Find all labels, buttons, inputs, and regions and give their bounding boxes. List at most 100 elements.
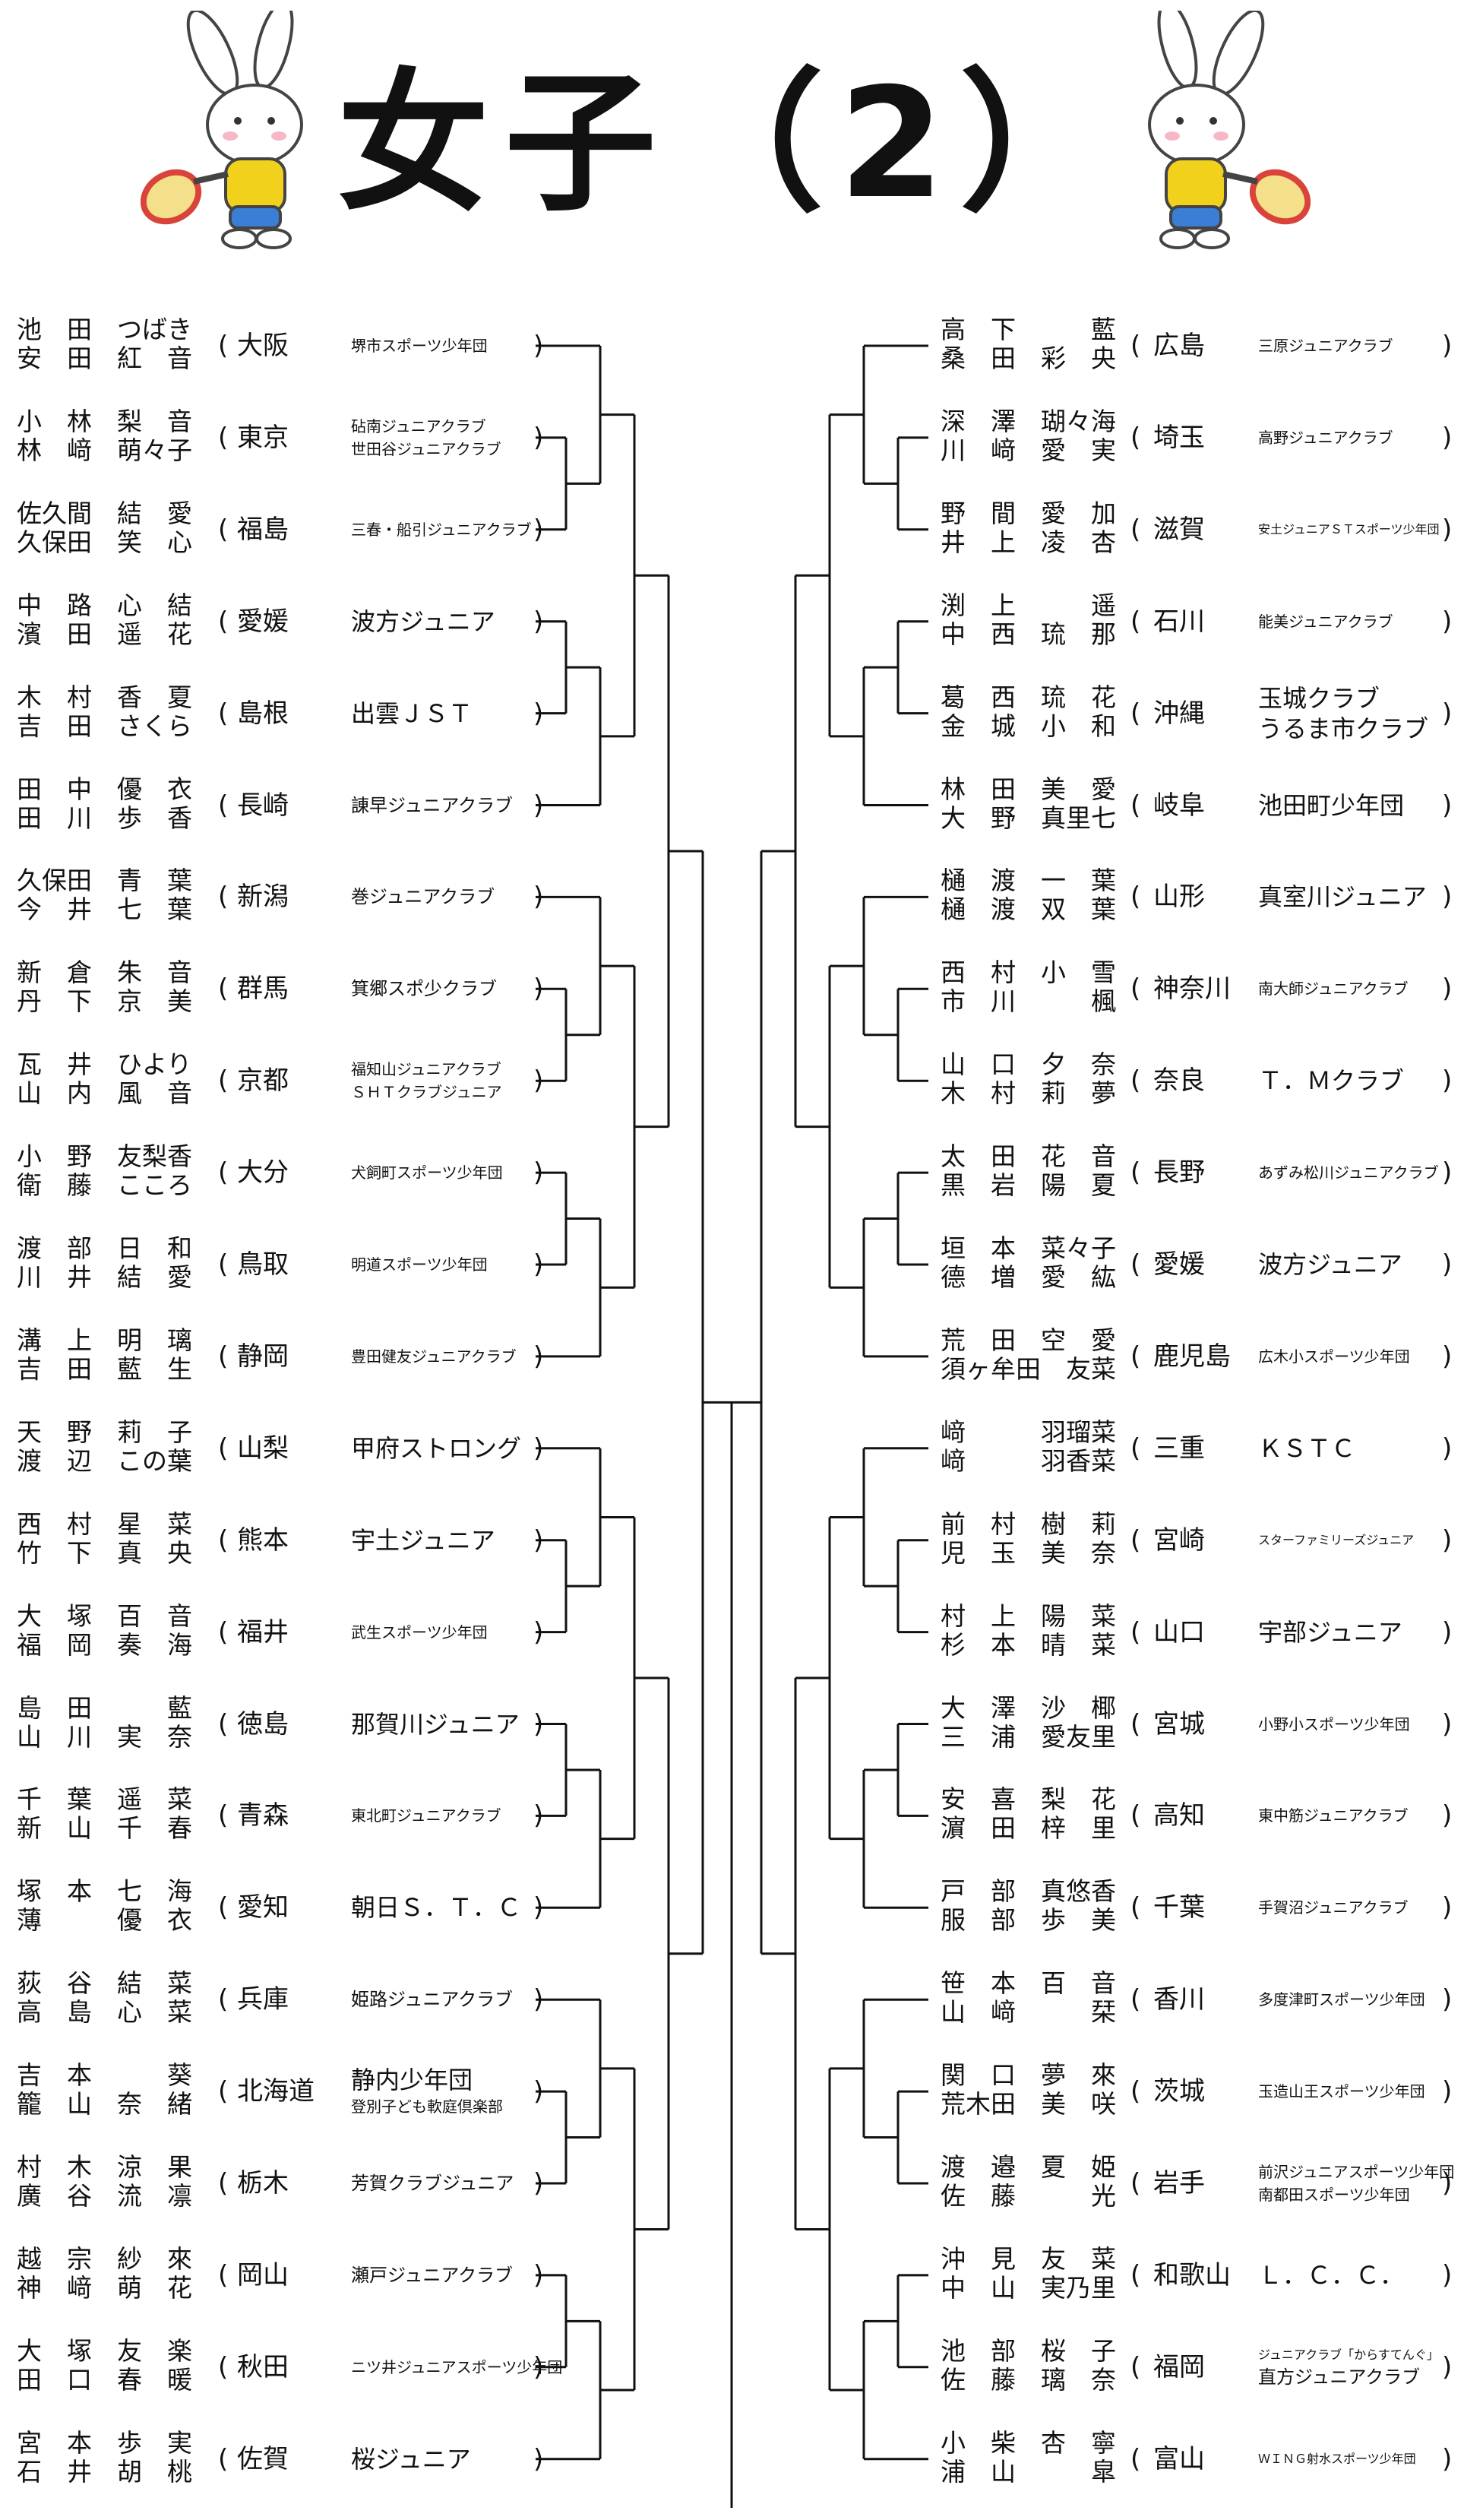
prefecture: 香川	[1153, 1984, 1205, 2015]
club-name: スターファミリーズジュニア	[1258, 1495, 1414, 1586]
prefecture: 千葉	[1153, 1892, 1205, 1923]
paren-close: )	[1442, 790, 1453, 821]
player-name: 越 宗 紗 來	[17, 2243, 192, 2274]
paren-open: (	[218, 1249, 229, 1280]
player-name: 小 野 友梨香	[17, 1141, 192, 1172]
player-name: 金 城 小 和	[941, 711, 1116, 741]
paren-close: )	[1442, 973, 1453, 1005]
team-entry: 野 間 愛 加井 上 凌 杏(滋賀安土ジュニアＳＴスポーツ少年団)	[941, 484, 1464, 575]
club-line: 宇土ジュニア	[351, 1525, 495, 1555]
team-entry: 千 葉 遥 菜新 山 千 春(青森東北町ジュニアクラブ)	[17, 1770, 549, 1861]
player-name: 新 倉 朱 音	[17, 958, 192, 988]
prefecture: 福井	[237, 1616, 289, 1648]
club-line: 多度津町スポーツ少年団	[1258, 1990, 1425, 2009]
club-line: 犬飼町スポーツ少年団	[351, 1163, 503, 1182]
club-name: 能美ジュニアクラブ	[1258, 576, 1393, 667]
player-name: 安 喜 梨 花	[941, 1784, 1116, 1815]
club-name: 姫路ジュニアクラブ	[351, 1954, 513, 2045]
club-name: 安土ジュニアＳＴスポーツ少年団	[1258, 484, 1440, 575]
player-names: 瓦 井 ひより山 内 風 音	[17, 1050, 199, 1108]
team-entry: 西 村 星 菜竹 下 真 央(熊本宇土ジュニア)	[17, 1495, 549, 1586]
club-name: 堺市スポーツ少年団	[351, 300, 488, 391]
player-name: 吉 田 藍 生	[17, 1353, 192, 1384]
team-entry: 久保田 青 葉今 井 七 葉(新潟巻ジュニアクラブ)	[17, 851, 549, 942]
paren-close: )	[533, 1616, 544, 1648]
player-name: 濵 田 梓 里	[941, 1813, 1116, 1844]
player-name: 渕 上 遥	[941, 590, 1116, 620]
club-line: 登別子ども軟庭倶楽部	[351, 2097, 503, 2116]
player-name: 廣 谷 流 凛	[17, 2181, 192, 2211]
player-name: 須ヶ牟田 友菜	[941, 1353, 1116, 1384]
team-entry: 深 澤 瑚々海川 﨑 愛 実(埼玉高野ジュニアクラブ)	[941, 392, 1464, 483]
club-line: 波方ジュニア	[1258, 1250, 1402, 1279]
player-names: 中 路 心 結濱 田 遥 花	[17, 590, 199, 649]
player-name: 関 口 夢 來	[941, 2060, 1116, 2091]
player-name: 田 口 春 暖	[17, 2364, 192, 2395]
prefecture: 広島	[1153, 331, 1205, 361]
paren-open: (	[218, 698, 229, 729]
paren-close: )	[1442, 2351, 1453, 2382]
player-names: 林 田 美 愛大 野 真里七	[941, 774, 1123, 833]
player-name: 黒 岩 陽 夏	[941, 1170, 1116, 1201]
player-names: 前 村 樹 莉児 玉 美 奈	[941, 1509, 1123, 1568]
prefecture: 愛知	[237, 1892, 289, 1923]
club-line: ＷＩＮＧ射水スポーツ少年団	[1258, 2451, 1416, 2466]
team-entry: 大 塚 百 音福 岡 奏 海(福井武生スポーツ少年団)	[17, 1587, 549, 1678]
prefecture: 栃木	[237, 2168, 289, 2199]
paren-close: )	[1442, 2076, 1453, 2107]
player-name: 吉 本 葵	[17, 2060, 192, 2091]
paren-close: )	[1442, 1800, 1453, 1831]
club-line: 広木小スポーツ少年団	[1258, 1347, 1410, 1366]
paren-close: )	[533, 331, 544, 361]
team-entry: 池 部 桜 子佐 藤 璃 奈(福岡ジュニアクラブ「からすてんぐ」直方ジュニアクラ…	[941, 2322, 1464, 2413]
paren-open: (	[218, 973, 229, 1005]
paren-open: (	[1130, 1708, 1141, 1740]
prefecture: 鹿児島	[1153, 1341, 1231, 1372]
club-name: ニツ井ジュニアスポーツ少年団	[351, 2322, 562, 2413]
club-name: 巻ジュニアクラブ	[351, 851, 495, 942]
player-name: 笹 本 百 音	[941, 1968, 1116, 1999]
prefecture: 茨城	[1153, 2076, 1205, 2107]
player-name: 三 浦 愛友里	[941, 1721, 1116, 1752]
club-line: 直方ジュニアクラブ	[1258, 2366, 1421, 2388]
paren-close: )	[1442, 1616, 1453, 1648]
prefecture: 青森	[237, 1800, 289, 1831]
player-names: 山 口 夕 奈木 村 莉 夢	[941, 1050, 1123, 1108]
club-line: 小野小スポーツ少年団	[1258, 1714, 1410, 1733]
player-name: 木 村 香 夏	[17, 682, 192, 712]
player-name: 久保田 笑 心	[17, 527, 192, 557]
player-name: 村 木 涼 果	[17, 2152, 192, 2182]
player-name: 塚 本 七 海	[17, 1876, 192, 1907]
club-name: Ｌ．Ｃ．Ｃ．	[1258, 2230, 1404, 2321]
player-names: 樋 渡 一 葉樋 渡 双 葉	[941, 866, 1123, 924]
paren-open: (	[218, 882, 229, 913]
paren-close: )	[533, 1800, 544, 1831]
paren-open: (	[1130, 1800, 1141, 1831]
club-name: 波方ジュニア	[351, 576, 495, 667]
paren-open: (	[218, 1524, 229, 1556]
club-line: ジュニアクラブ「からすてんぐ」	[1258, 2347, 1439, 2362]
paren-close: )	[1442, 331, 1453, 361]
prefecture: 熊本	[237, 1524, 289, 1556]
prefecture: 岡山	[237, 2259, 289, 2290]
player-names: 塚 本 七 海薄 優 衣	[17, 1877, 199, 1935]
prefecture: 石川	[1153, 606, 1205, 637]
paren-close: )	[1442, 2168, 1453, 2199]
prefecture: 北海道	[237, 2076, 315, 2107]
player-names: 渡 部 日 和川 井 結 愛	[17, 1234, 199, 1292]
paren-open: (	[218, 422, 229, 453]
paren-open: (	[218, 2168, 229, 2199]
club-name: 三春・船引ジュニアクラブ	[351, 484, 532, 575]
prefecture: 静岡	[237, 1341, 289, 1372]
club-line: 手賀沼ジュニアクラブ	[1258, 1898, 1409, 1917]
paren-open: (	[218, 1800, 229, 1831]
paren-open: (	[218, 1341, 229, 1372]
player-names: 小 林 梨 音林 﨑 萌々子	[17, 407, 199, 465]
paren-close: )	[533, 1892, 544, 1923]
player-name: 今 井 七 葉	[17, 894, 192, 925]
prefecture: 和歌山	[1153, 2259, 1231, 2290]
paren-close: )	[1442, 1249, 1453, 1280]
player-names: 渕 上 遥中 西 琉 那	[941, 590, 1123, 649]
